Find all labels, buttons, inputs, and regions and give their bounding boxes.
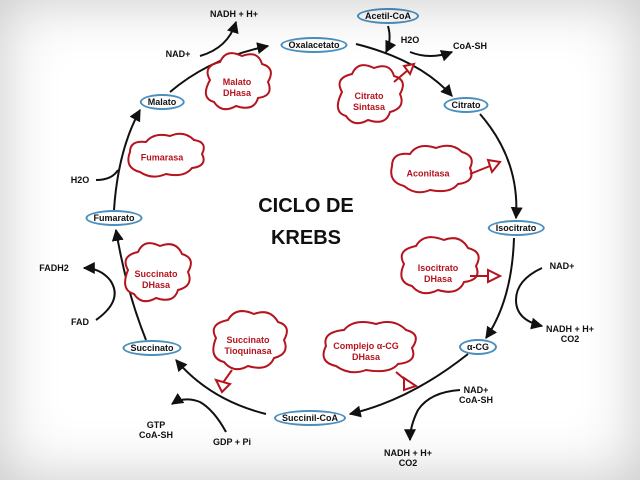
metabolite-oxalacetato: Oxalacetato — [280, 37, 348, 53]
diagram-title: CICLO DE KREBS — [258, 190, 354, 254]
enzyme-cloud-complejo-alfa-cg-dhasa — [322, 321, 417, 374]
enzyme-pointer-aconitasa — [469, 165, 491, 175]
enzyme-succinato-dhasa: Succinato DHasa — [134, 269, 178, 290]
metabolite-succinil-coa: Succinil-CoA — [273, 410, 347, 426]
enzyme-cloud-aconitasa — [390, 144, 473, 194]
arrow-coash-out — [409, 50, 454, 62]
cofactor-nadh-top: NADH + H+ — [209, 9, 259, 19]
enzyme-fumarasa: Fumarasa — [140, 152, 184, 163]
cofactor-fad: FAD — [71, 317, 89, 327]
cofactor-h2o-top: H2O — [400, 35, 420, 45]
arrow-alfa-cg-succinil-coa — [348, 353, 469, 418]
cofactor-nadh-right: NADH + H+ CO2 — [545, 324, 595, 344]
enzyme-aconitasa: Aconitasa — [406, 168, 450, 179]
enzyme-cloud-succinato-tioquinasa — [212, 310, 288, 371]
enzyme-cloud-malato-dhasa — [204, 52, 272, 111]
cofactor-gtp: GTP CoA-SH — [139, 420, 173, 440]
arrow-h2o-fumarasa — [95, 169, 119, 181]
metabolite-citrato: Citrato — [443, 97, 489, 113]
metabolite-isocitrato: Isocitrato — [487, 220, 545, 236]
cofactor-nadh-bottom: NADH + H+ CO2 — [383, 448, 433, 468]
arrow-fad-fadh2 — [82, 262, 116, 321]
title-line-1: CICLO DE — [258, 195, 354, 217]
enzyme-pointer-citrato-sintasa — [393, 69, 409, 83]
cofactor-gdp: GDP + Pi — [212, 437, 252, 447]
arrow-gdp-gtp — [171, 393, 227, 433]
arrow-succinil-coa-succinato — [175, 359, 267, 415]
enzyme-complejo-alfa-cg-dhasa: Complejo α-CG DHasa — [333, 341, 399, 362]
title-line-2: KREBS — [270, 227, 341, 249]
metabolite-acetil-coa: Acetil-CoA — [356, 8, 420, 24]
enzyme-succinato-tioquinasa: Succinato Tioquinasa — [224, 335, 272, 356]
cofactor-coash-top: CoA-SH — [453, 41, 487, 51]
cofactor-fadh2: FADH2 — [39, 263, 69, 273]
enzyme-citrato-sintasa: Citrato Sintasa — [352, 91, 386, 112]
enzyme-cloud-citrato-sintasa — [336, 64, 404, 125]
enzyme-cloud-isocitrato-dhasa — [400, 236, 480, 295]
metabolite-alfa-cg: α-CG — [458, 339, 498, 355]
enzyme-malato-dhasa: Malato DHasa — [222, 77, 252, 98]
arrow-isocitrato-alfa-cg — [485, 237, 515, 339]
metabolite-malato: Malato — [139, 94, 185, 110]
cofactor-nad-right: NAD+ — [549, 261, 575, 271]
arrow-citrato-isocitrato — [479, 113, 523, 220]
arrow-alfa-cg-nadh — [404, 389, 461, 442]
cofactor-nad-top: NAD+ — [165, 49, 191, 59]
cofactor-h2o-left: H2O — [70, 175, 90, 185]
arrow-fumarato-malato — [113, 108, 141, 211]
arrow-nad-malato — [199, 20, 239, 57]
enzyme-cloud-succinato-dhasa — [124, 242, 192, 303]
cofactor-nad-bottom: NAD+ CoA-SH — [459, 385, 493, 405]
metabolite-fumarato: Fumarato — [85, 210, 143, 226]
arrow-isocitrato-nadh — [514, 267, 544, 330]
enzyme-isocitrato-dhasa: Isocitrato DHasa — [417, 263, 459, 284]
arrow-acetil-coa-in — [385, 25, 397, 54]
enzyme-cloud-fumarasa — [127, 132, 205, 178]
metabolite-succinato: Succinato — [122, 340, 182, 356]
